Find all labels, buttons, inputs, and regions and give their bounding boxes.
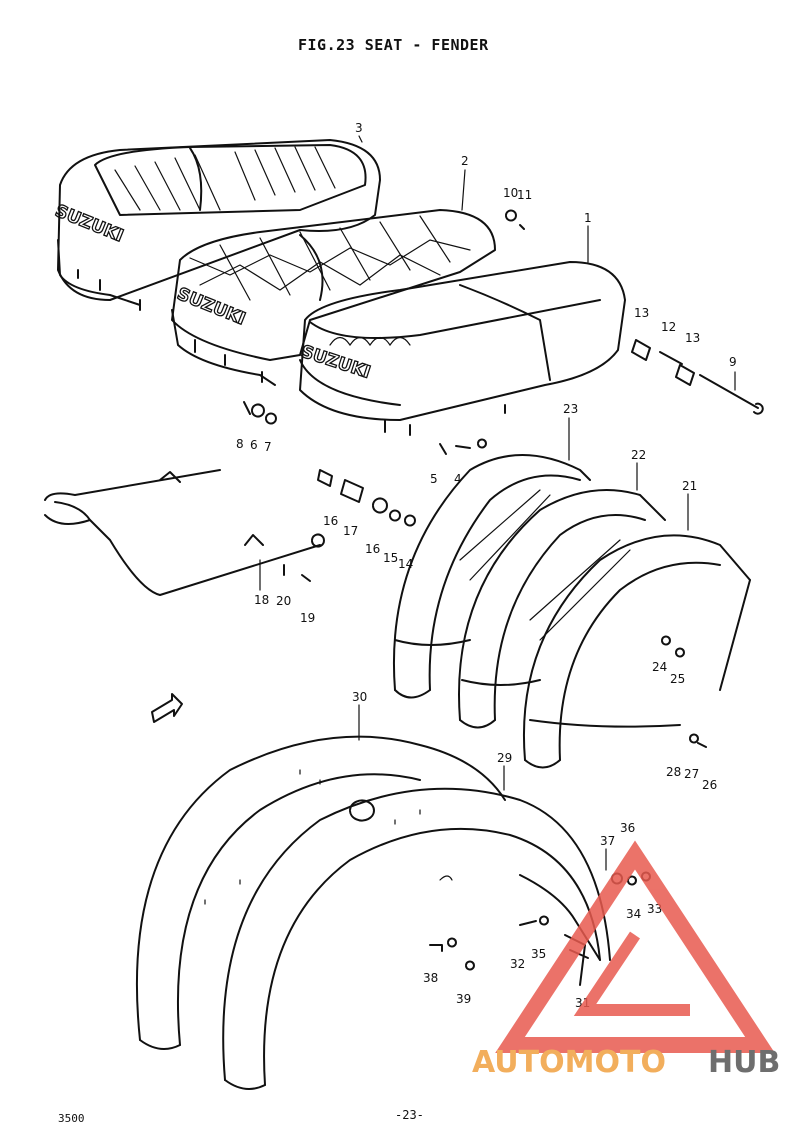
callout-7: 7	[264, 440, 272, 454]
callout-24: 24	[652, 660, 667, 674]
callout-12: 12	[661, 320, 676, 334]
callout-18: 18	[254, 593, 269, 607]
grab-bar-drawing	[44, 469, 325, 596]
front-fender-23	[392, 454, 591, 699]
figure-title: FIG.23 SEAT - FENDER	[298, 36, 489, 54]
callout-25: 25	[670, 672, 685, 686]
seat-3-drawing: SUZUKI	[51, 139, 381, 311]
callout-27: 27	[684, 767, 699, 781]
callout-15: 15	[383, 551, 398, 565]
callout-2: 2	[461, 154, 469, 168]
seat-3-brand: SUZUKI	[52, 201, 126, 246]
callout-34: 34	[626, 907, 641, 921]
watermark-text-hub: HUB	[708, 1045, 780, 1080]
model-code: 3500	[58, 1112, 85, 1125]
hinge-pin-assembly	[631, 339, 764, 415]
callout-17: 17	[343, 524, 358, 538]
callout-16b: 16	[365, 542, 380, 556]
callout-39: 39	[456, 992, 471, 1006]
callout-22: 22	[631, 448, 646, 462]
callout-13a: 13	[634, 306, 649, 320]
callout-20: 20	[276, 594, 291, 608]
rear-fender-29	[222, 787, 611, 1090]
callout-10: 10	[503, 186, 518, 200]
seat-2-brand: SUZUKI	[174, 284, 248, 329]
callout-33: 33	[647, 902, 662, 916]
callout-19: 19	[300, 611, 315, 625]
callout-labels: 1 2 3 4 5 6 7 8 9 10 11 12 13 13 14 15 1…	[236, 121, 737, 1010]
callout-36: 36	[620, 821, 635, 835]
callout-37: 37	[600, 834, 615, 848]
watermark-text-automoto: AUTOMOTO	[472, 1045, 666, 1080]
callout-5: 5	[430, 472, 438, 486]
callout-1: 1	[584, 211, 592, 225]
callout-21: 21	[682, 479, 697, 493]
callout-23: 23	[563, 402, 578, 416]
callout-13b: 13	[685, 331, 700, 345]
callout-8: 8	[236, 437, 244, 451]
callout-9: 9	[729, 355, 737, 369]
seat-hardware	[243, 209, 525, 455]
callout-4: 4	[454, 472, 462, 486]
page-number: -23-	[395, 1108, 424, 1122]
callout-32: 32	[510, 957, 525, 971]
direction-arrow-icon	[151, 693, 183, 723]
callout-35: 35	[531, 947, 546, 961]
callout-16a: 16	[323, 514, 338, 528]
callout-14: 14	[398, 557, 413, 571]
front-fender-21	[522, 534, 751, 769]
callout-30: 30	[352, 690, 367, 704]
callout-6: 6	[250, 438, 258, 452]
rear-fender-30	[135, 735, 506, 1050]
seat-1-brand: SUZUKI	[298, 342, 372, 383]
damper-parts	[283, 469, 416, 582]
watermark-logo: AUTOMOTO HUB	[472, 840, 780, 1080]
front-fender-22	[458, 489, 666, 729]
callout-26: 26	[702, 778, 717, 792]
callout-11: 11	[517, 188, 532, 202]
callout-38: 38	[423, 971, 438, 985]
callout-3: 3	[355, 121, 363, 135]
callout-28: 28	[666, 765, 681, 779]
callout-29: 29	[497, 751, 512, 765]
